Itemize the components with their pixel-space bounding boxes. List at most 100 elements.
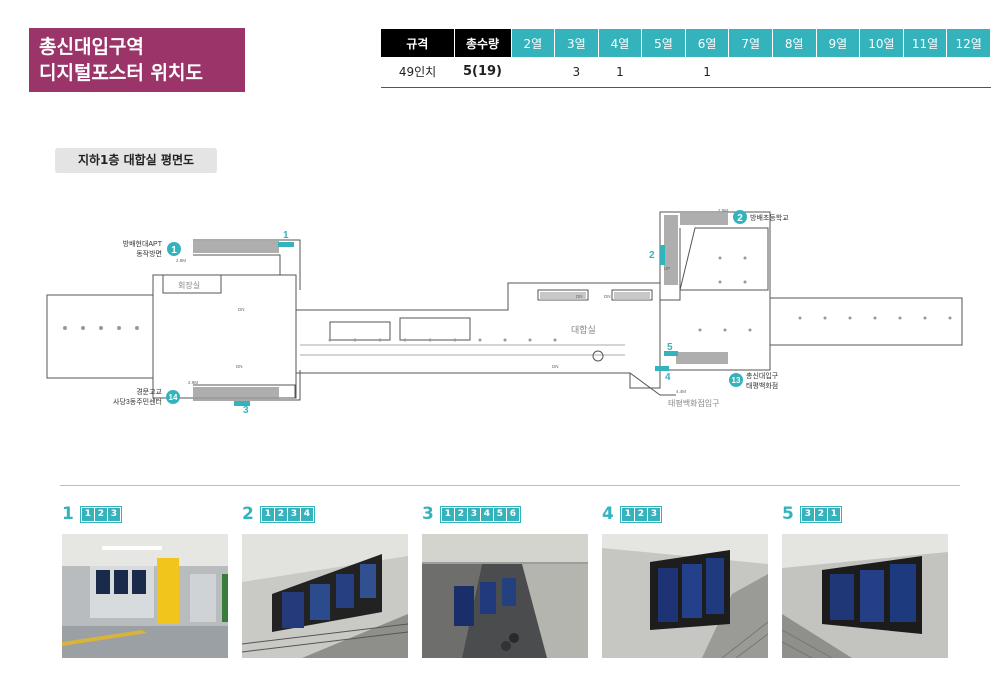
poster-number-2: 2 <box>649 250 655 261</box>
distance-label: 2.9M <box>718 208 728 213</box>
spec-header-col: 6열 <box>685 29 730 57</box>
screen-index: 1 <box>441 507 454 521</box>
spec-cell <box>728 57 773 88</box>
exit-marker-14 <box>166 390 180 404</box>
distance-label: 2.9M <box>176 258 186 263</box>
screen-index-boxes: 1 2 3 <box>79 505 122 523</box>
spec-cell-total: 5(19) <box>454 57 511 88</box>
spec-header-col: 12열 <box>946 29 991 57</box>
spec-cell <box>859 57 904 88</box>
spec-header-col: 10열 <box>859 29 904 57</box>
direction-label: DN <box>238 307 245 312</box>
exit-marker-1 <box>167 242 181 256</box>
spec-header-total: 총수량 <box>454 29 512 57</box>
screen-index: 2 <box>634 507 647 521</box>
poster-number-1: 1 <box>283 230 289 241</box>
screen-index: 2 <box>814 507 827 521</box>
concourse-label: 대합실 <box>571 325 596 335</box>
exit-label-2: 방배초등학교 <box>750 213 789 222</box>
photo-number: 2 <box>242 504 254 524</box>
screen-index: 3 <box>647 507 660 521</box>
poster-location-4 <box>655 366 669 371</box>
plan-left-wing <box>46 294 154 379</box>
photo-block-2: 2 1 2 3 4 <box>242 502 408 658</box>
screen-index: 3 <box>801 507 814 521</box>
photo-header: 2 1 2 3 4 <box>242 502 408 526</box>
page-title: 총신대입구역 디지털포스터 위치도 <box>29 28 245 92</box>
spec-header-col: 11열 <box>903 29 948 57</box>
photo-block-1: 1 1 2 3 <box>62 502 228 658</box>
spec-header-col: 8열 <box>772 29 817 57</box>
direction-label: UP <box>664 266 670 271</box>
direction-label: DN <box>236 364 243 369</box>
poster-location-3 <box>234 401 250 406</box>
meeting-room-label: 회장실 <box>178 280 200 290</box>
poster-location-5 <box>664 351 678 356</box>
photo-block-4: 4 1 2 3 <box>602 502 768 658</box>
photo-number: 1 <box>62 504 74 524</box>
spec-cell <box>772 57 817 88</box>
screen-index: 1 <box>827 507 840 521</box>
distance-label: 4.4M <box>676 389 686 394</box>
location-photo <box>62 534 228 658</box>
screen-index: 3 <box>287 507 300 521</box>
photo-header: 4 1 2 3 <box>602 502 768 526</box>
section-divider <box>60 485 960 486</box>
location-photo <box>602 534 768 658</box>
screen-index: 2 <box>274 507 287 521</box>
spec-cell <box>903 57 947 88</box>
screen-index: 3 <box>107 507 120 521</box>
exit-marker-2 <box>733 210 747 224</box>
direction-label: DN <box>604 294 611 299</box>
exit-number-1: 1 <box>171 245 177 256</box>
spec-cell <box>946 57 991 88</box>
exit-label: 태평백화점입구 <box>668 398 720 408</box>
screen-index: 4 <box>480 507 493 521</box>
poster-number-4: 4 <box>665 372 671 383</box>
exit-number-14: 14 <box>169 393 178 402</box>
exit-label-13b: 태평백화점 <box>746 381 778 390</box>
exit-label-1b: 동작방면 <box>136 249 162 258</box>
spec-header-size: 규격 <box>381 29 455 57</box>
screen-index-boxes: 3 2 1 <box>799 505 842 523</box>
screen-index: 1 <box>81 507 94 521</box>
exit-marker-13 <box>729 373 743 387</box>
screen-index-boxes: 1 2 3 4 5 6 <box>439 505 521 523</box>
floor-label: 지하1층 대합실 평면도 <box>55 148 217 173</box>
exit-label-13a: 총신대입구 <box>746 371 779 380</box>
poster-number-5: 5 <box>667 342 673 353</box>
poster-location-2 <box>660 245 665 265</box>
title-line-2: 디지털포스터 위치도 <box>39 62 203 84</box>
spec-header-row: 규격 총수량 2열 3열 4열 5열 6열 7열 8열 9열 10열 11열 1… <box>381 29 991 57</box>
photo-block-5: 5 3 2 1 <box>782 502 948 658</box>
poster-location-1 <box>278 242 294 247</box>
screen-index: 3 <box>467 507 480 521</box>
screen-index: 5 <box>493 507 506 521</box>
spec-cell: 1 <box>685 57 729 88</box>
plan-concourse <box>295 282 661 389</box>
spec-cell <box>641 57 686 88</box>
screen-index: 2 <box>94 507 107 521</box>
plan-right-wing <box>769 297 963 346</box>
photo-header: 5 3 2 1 <box>782 502 948 526</box>
spec-header-col: 7열 <box>728 29 773 57</box>
spec-data-row: 49인치 5(19) 3 1 1 <box>381 57 991 88</box>
location-photo <box>242 534 408 658</box>
direction-label: DN <box>576 294 583 299</box>
title-line-1: 총신대입구역 <box>39 36 144 58</box>
photo-number: 4 <box>602 504 614 524</box>
photo-header: 1 1 2 3 <box>62 502 228 526</box>
photo-number: 3 <box>422 504 434 524</box>
photo-number: 5 <box>782 504 794 524</box>
screen-index-boxes: 1 2 3 <box>619 505 662 523</box>
spec-table: 규격 총수량 2열 3열 4열 5열 6열 7열 8열 9열 10열 11열 1… <box>381 29 991 88</box>
exit-label-1a: 방배현대APT <box>123 239 163 248</box>
photo-header: 3 1 2 3 4 5 6 <box>422 502 588 526</box>
distance-label: 2.9M <box>188 380 198 385</box>
screen-index: 4 <box>300 507 313 521</box>
spec-header-col: 3열 <box>554 29 599 57</box>
spec-header-col: 4열 <box>598 29 643 57</box>
spec-cell <box>511 57 555 88</box>
screen-index: 6 <box>506 507 519 521</box>
